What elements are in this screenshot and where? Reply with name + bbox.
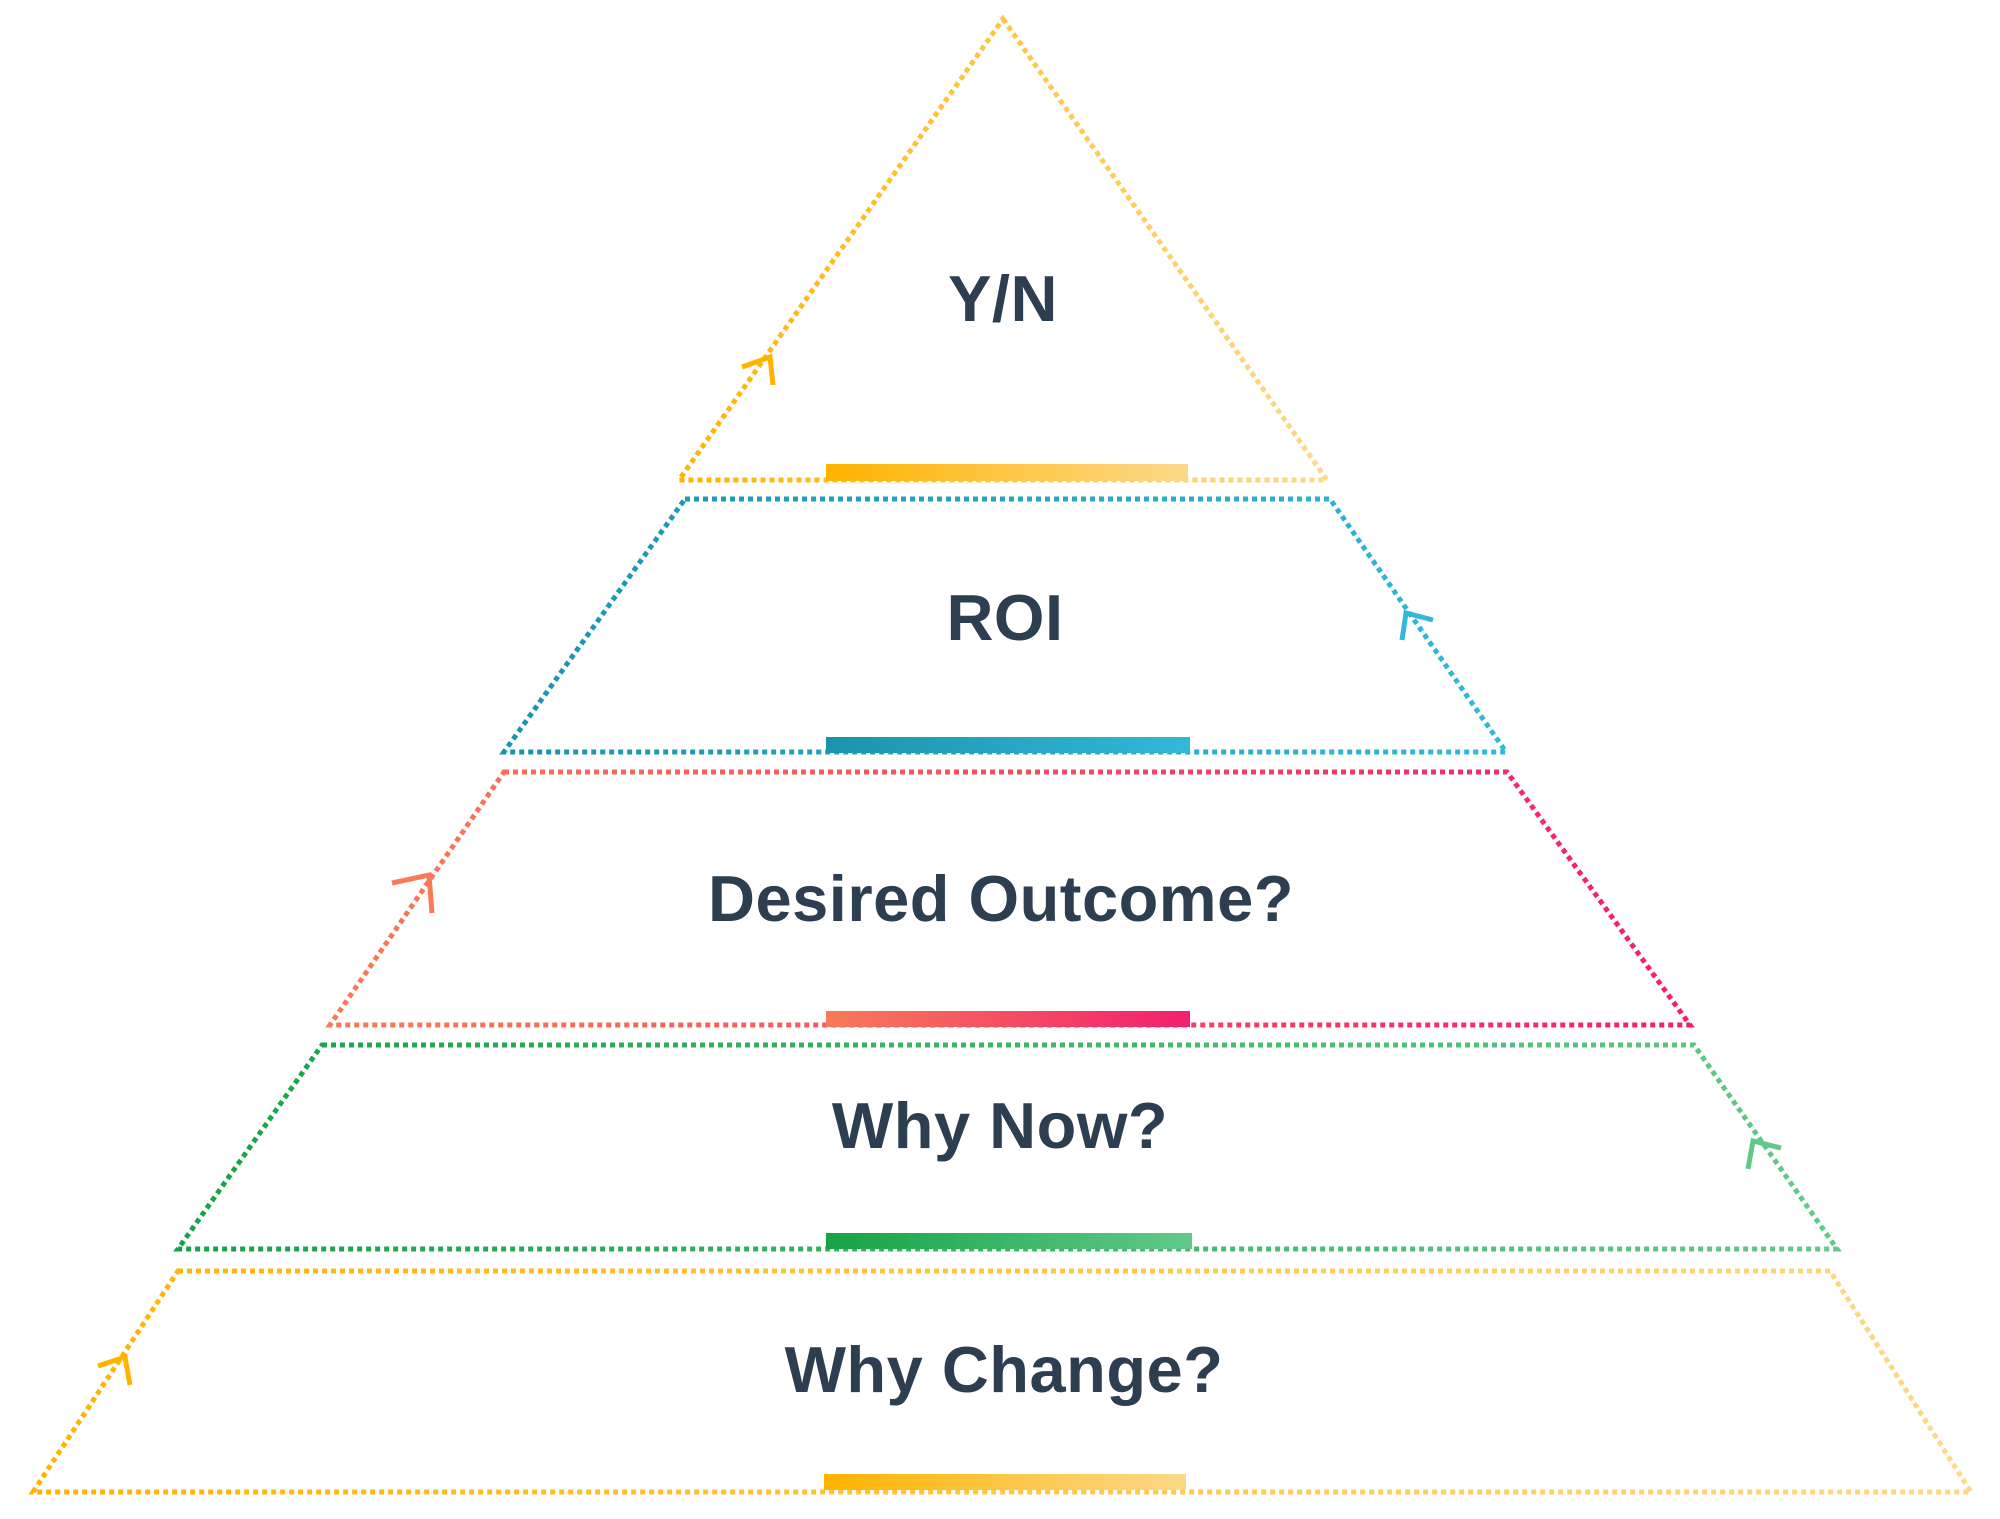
tier-outline xyxy=(674,14,1332,483)
tier-desired-outcome: Desired Outcome? xyxy=(325,769,1695,1028)
tier-label: Desired Outcome? xyxy=(708,862,1294,935)
tier-yn: Y/N xyxy=(674,14,1332,483)
tier-roi: ROI xyxy=(499,496,1511,755)
tier-why-now: Why Now? xyxy=(173,1042,1842,1252)
tier-accent-bar xyxy=(826,464,1188,481)
tier-outline xyxy=(325,769,1695,1028)
tier-accent-bar xyxy=(824,1474,1186,1490)
arrow-up-icon xyxy=(391,871,435,914)
tier-label: ROI xyxy=(946,581,1063,654)
arrow-up-icon xyxy=(97,1353,133,1386)
tier-why-change: Why Change? xyxy=(28,1268,1976,1495)
arrow-up-icon xyxy=(741,353,776,386)
tier-accent-bar xyxy=(826,1233,1192,1249)
tier-label: Why Now? xyxy=(832,1089,1168,1162)
tier-label: Why Change? xyxy=(785,1333,1224,1406)
arrow-up-icon xyxy=(1745,1137,1782,1170)
tier-label: Y/N xyxy=(948,262,1058,335)
tier-accent-bar xyxy=(826,1011,1190,1027)
tier-accent-bar xyxy=(826,737,1190,753)
tier-outline xyxy=(28,1268,1976,1495)
tier-outline xyxy=(173,1042,1842,1252)
arrow-up-icon xyxy=(1399,609,1434,641)
